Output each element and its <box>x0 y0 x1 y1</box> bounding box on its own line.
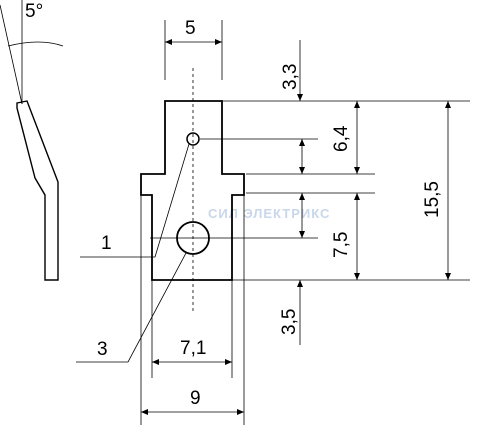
arrowheads <box>141 39 451 415</box>
side-view-outline <box>16 100 59 281</box>
dim-lower-section: 7,5 <box>331 232 352 258</box>
dimension-lines <box>76 20 470 425</box>
dim-inner-width: 7,1 <box>180 338 206 359</box>
angle-indicator <box>0 0 64 105</box>
angle-label: 5° <box>25 1 43 22</box>
callout-large-hole: 3 <box>97 339 108 360</box>
watermark: СИЛ ЭЛЕКТРИКС <box>208 206 330 221</box>
angle-inclined-line <box>0 4 23 105</box>
angle-arc <box>7 41 64 47</box>
dim-top-offset: 5 <box>185 18 196 39</box>
dim-total-height: 15,5 <box>422 181 443 218</box>
side-view <box>16 100 59 281</box>
small-hole <box>186 132 200 146</box>
dim-outer-width: 9 <box>190 388 201 409</box>
dim-bottom-height: 3,5 <box>279 309 300 335</box>
dim-upper-section: 6,4 <box>331 125 352 152</box>
dim-top-height: 3,3 <box>280 64 301 90</box>
callout-small-hole: 1 <box>101 233 112 254</box>
